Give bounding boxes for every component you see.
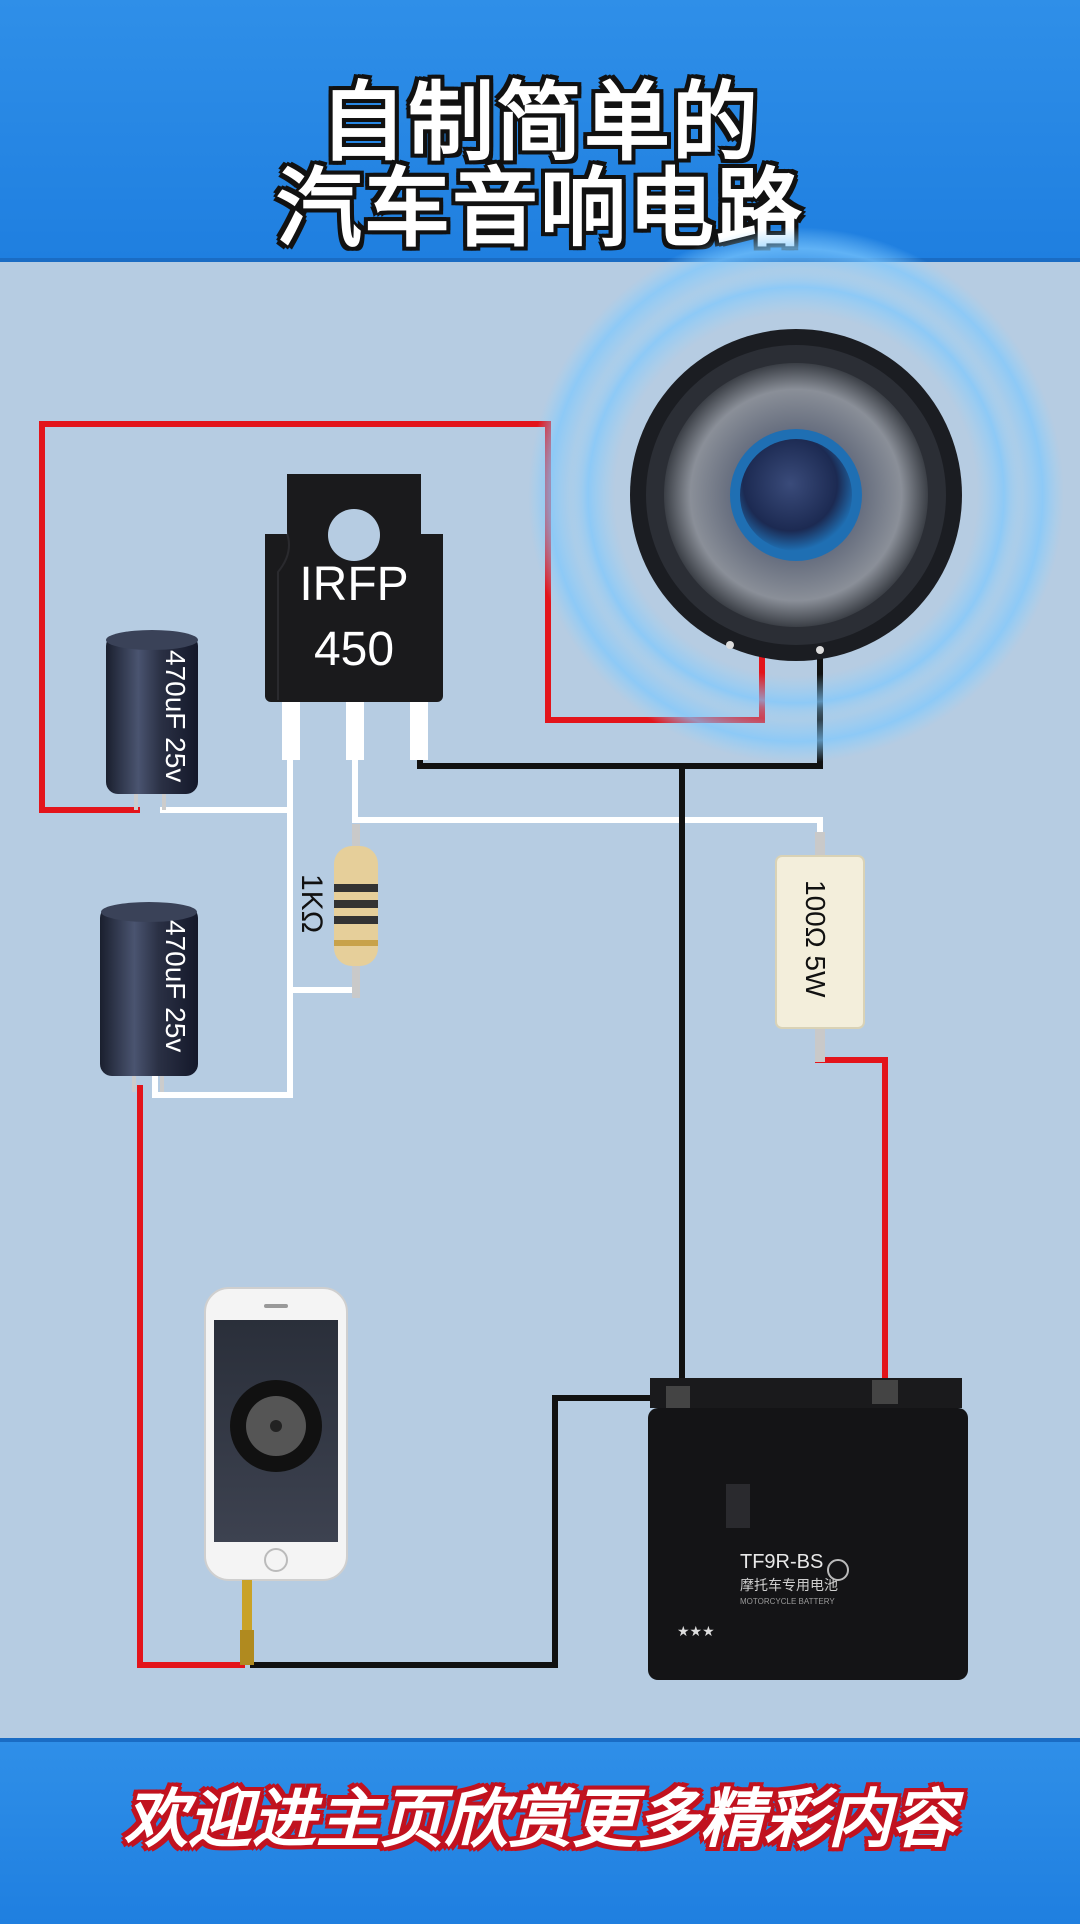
resistor-1k: 1KΩ bbox=[295, 824, 378, 998]
capacitor-bottom: 470uF 25v bbox=[100, 902, 198, 1092]
mosfet-label-2: 450 bbox=[314, 623, 394, 676]
title-line-1: 自制简单的 bbox=[320, 73, 760, 173]
footer-text: 欢迎进主页欣赏更多精彩内容 bbox=[124, 1783, 956, 1857]
capacitor-bottom-label: 470uF 25v bbox=[160, 920, 191, 1052]
battery-stars: ★★★ bbox=[677, 1624, 715, 1640]
resistor-1k-label: 1KΩ bbox=[295, 874, 328, 933]
wires-white bbox=[152, 750, 823, 1098]
battery-subtitle-en: MOTORCYCLE BATTERY bbox=[740, 1597, 835, 1606]
footer-banner bbox=[0, 1738, 1080, 1924]
battery-subtitle: 摩托车专用电池 bbox=[740, 1577, 838, 1594]
title-banner bbox=[0, 0, 1080, 262]
speaker bbox=[528, 227, 1064, 763]
resistor-100ohm-label: 100Ω 5W bbox=[800, 880, 831, 998]
mosfet: IRFP 450 bbox=[265, 474, 443, 760]
mosfet-label-1: IRFP bbox=[299, 558, 408, 611]
capacitor-top: 470uF 25v bbox=[106, 630, 198, 810]
capacitor-top-label: 470uF 25v bbox=[160, 650, 191, 782]
battery-model: TF9R-BS bbox=[740, 1551, 823, 1573]
resistor-100ohm: 100Ω 5W bbox=[775, 832, 865, 1062]
battery: TF9R-BS 摩托车专用电池 MOTORCYCLE BATTERY ★★★ bbox=[648, 1378, 968, 1680]
phone bbox=[204, 1287, 348, 1665]
